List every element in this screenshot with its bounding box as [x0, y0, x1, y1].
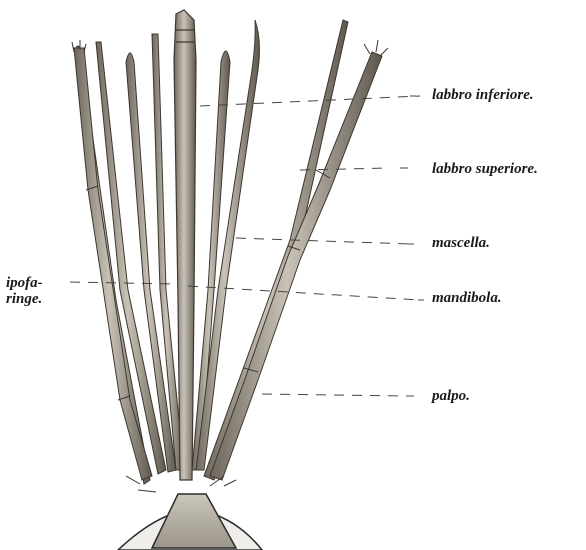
label-ipofaringe-line2: ringe. — [6, 291, 43, 307]
label-ipofaringe-line1: ipofa- — [6, 275, 43, 291]
label-mandibola: mandibola. — [432, 291, 502, 306]
palp-right — [210, 40, 388, 480]
label-palpo: palpo. — [432, 389, 470, 404]
palp-left — [72, 40, 152, 480]
leader-palpo — [262, 394, 410, 396]
leader-labbro-inferiore — [200, 96, 420, 106]
label-mascella: mascella. — [432, 236, 490, 251]
label-labbro-superiore: labbro superiore. — [432, 162, 538, 177]
label-labbro-inferiore: labbro inferiore. — [432, 88, 534, 103]
leader-mascella — [236, 238, 410, 244]
label-ipofaringe: ipofa- ringe. — [6, 275, 43, 307]
